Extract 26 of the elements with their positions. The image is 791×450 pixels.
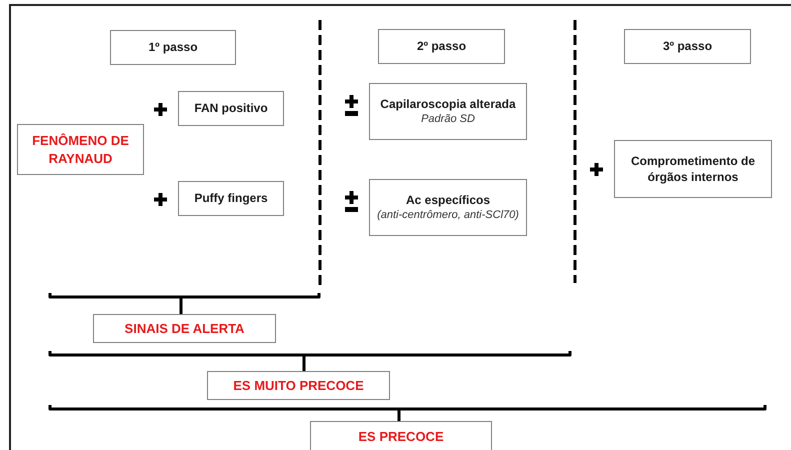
stage-box [310,421,492,450]
criterion-label: Ac específicos [406,192,490,208]
step-box [110,30,236,65]
criterion-box [369,179,527,236]
stage-box [207,371,390,400]
step-box [378,29,505,64]
stage-label: SINAIS DE ALERTA [124,320,244,338]
stage-box [17,124,144,175]
criterion-box [614,140,772,198]
criterion-box [178,181,284,216]
stage-box [93,314,276,343]
stage-label: FENÔMENO DE RAYNAUD [31,132,130,168]
stage-label: ES MUITO PRECOCE [233,376,364,394]
criterion-label: Comprometimento de órgãos internos [630,152,756,186]
step-label: 2º passo [416,38,466,55]
criterion-detail: (anti-centrômero, anti-SCl70) [377,208,519,224]
step-box [624,29,751,64]
stage-label: ES PRECOCE [358,428,444,446]
criterion-label: Capilaroscopia alterada [380,96,516,112]
criterion-box [369,83,527,140]
criterion-box [178,91,284,126]
criterion-label: FAN positivo [194,100,268,117]
criterion-detail: Padrão SD [421,112,475,128]
criterion-label: Puffy fingers [194,190,268,207]
step-label: 3º passo [662,38,712,55]
step-label: 1º passo [148,39,198,56]
